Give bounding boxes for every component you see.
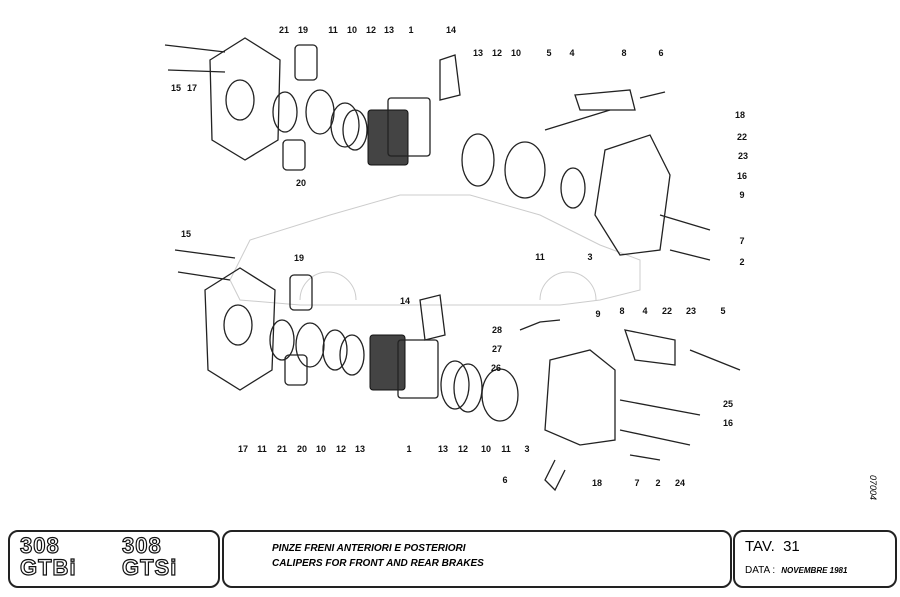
rear-caliper-assembly xyxy=(174,249,741,492)
callout: 24 xyxy=(675,478,685,488)
callout: 11 xyxy=(501,444,511,454)
callout: 9 xyxy=(595,309,600,319)
callout: 11 xyxy=(257,444,267,454)
table-number: TAV. 31 xyxy=(745,538,800,555)
title-box: PINZE FRENI ANTERIORI E POSTERIORI CALIP… xyxy=(222,530,732,588)
callout: 17 xyxy=(238,444,248,454)
callout: 18 xyxy=(735,110,745,120)
callouts-top: 21 19 11 10 12 13 1 14 13 12 10 5 4 8 6 … xyxy=(171,25,748,267)
title-italian: PINZE FRENI ANTERIORI E POSTERIORI xyxy=(272,543,466,554)
callout: 9 xyxy=(739,190,744,200)
callout: 2 xyxy=(739,257,744,267)
callout: 19 xyxy=(294,253,304,263)
callout: 26 xyxy=(491,363,501,373)
date-label: DATA : xyxy=(745,565,776,576)
callout: 5 xyxy=(720,306,725,316)
callout: 7 xyxy=(739,236,744,246)
callout: 5 xyxy=(546,48,551,58)
title-english: CALIPERS FOR FRONT AND REAR BRAKES xyxy=(272,558,484,569)
callout: 4 xyxy=(642,306,647,316)
callout: 15 xyxy=(181,229,191,239)
callout: 19 xyxy=(298,25,308,35)
callout: 6 xyxy=(502,475,507,485)
callouts-bottom: 15 19 14 9 8 4 22 23 5 28 27 26 25 16 17… xyxy=(181,229,733,488)
callout: 23 xyxy=(738,151,748,161)
table-info-box: TAV. 31 DATA : NOVEMBRE 1981 xyxy=(733,530,897,588)
drawing-code: 07004 xyxy=(868,475,878,501)
front-caliper-assembly xyxy=(164,37,711,261)
callout: 23 xyxy=(686,306,696,316)
callout: 18 xyxy=(592,478,602,488)
callout: 21 xyxy=(279,25,289,35)
callout: 6 xyxy=(658,48,663,58)
logo-left-variant: GTBi xyxy=(19,555,77,580)
callout: 17 xyxy=(187,83,197,93)
callout: 12 xyxy=(492,48,502,58)
date: DATA : NOVEMBRE 1981 xyxy=(745,565,847,576)
tav-number: 31 xyxy=(783,538,800,555)
callout: 22 xyxy=(737,132,747,142)
callout: 10 xyxy=(347,25,357,35)
logo-right-variant: GTSi xyxy=(121,555,178,580)
callout: 12 xyxy=(458,444,468,454)
callout: 14 xyxy=(446,25,456,35)
callout: 3 xyxy=(587,252,592,262)
callout: 1 xyxy=(406,444,411,454)
callout: 20 xyxy=(296,178,306,188)
callout: 10 xyxy=(511,48,521,58)
callout: 2 xyxy=(655,478,660,488)
callout: 10 xyxy=(316,444,326,454)
car-silhouette xyxy=(229,194,641,306)
callout: 8 xyxy=(621,48,626,58)
callout: 11 xyxy=(535,252,545,262)
callout: 4 xyxy=(569,48,574,58)
callout: 13 xyxy=(355,444,365,454)
callout: 27 xyxy=(492,344,502,354)
date-value: NOVEMBRE 1981 xyxy=(781,566,848,575)
callout: 10 xyxy=(481,444,491,454)
callout: 28 xyxy=(492,325,502,335)
callout: 16 xyxy=(723,418,733,428)
callout: 16 xyxy=(737,171,747,181)
callout: 13 xyxy=(438,444,448,454)
logo-right-model: 308 xyxy=(121,533,162,558)
callout: 25 xyxy=(723,399,733,409)
callout: 12 xyxy=(336,444,346,454)
callout: 1 xyxy=(408,25,413,35)
callout: 7 xyxy=(634,478,639,488)
callout: 12 xyxy=(366,25,376,35)
callout: 11 xyxy=(328,25,338,35)
callout: 20 xyxy=(297,444,307,454)
model-logo-box: 308 GTBi 308 GTSi xyxy=(8,530,220,588)
callout: 8 xyxy=(619,306,624,316)
callout: 13 xyxy=(473,48,483,58)
callout: 13 xyxy=(384,25,394,35)
callout: 14 xyxy=(400,296,410,306)
callout: 15 xyxy=(171,83,181,93)
tav-label: TAV. xyxy=(745,538,775,555)
callout: 21 xyxy=(277,444,287,454)
logo-left-model: 308 xyxy=(19,533,60,558)
callout: 22 xyxy=(662,306,672,316)
callout: 3 xyxy=(524,444,529,454)
